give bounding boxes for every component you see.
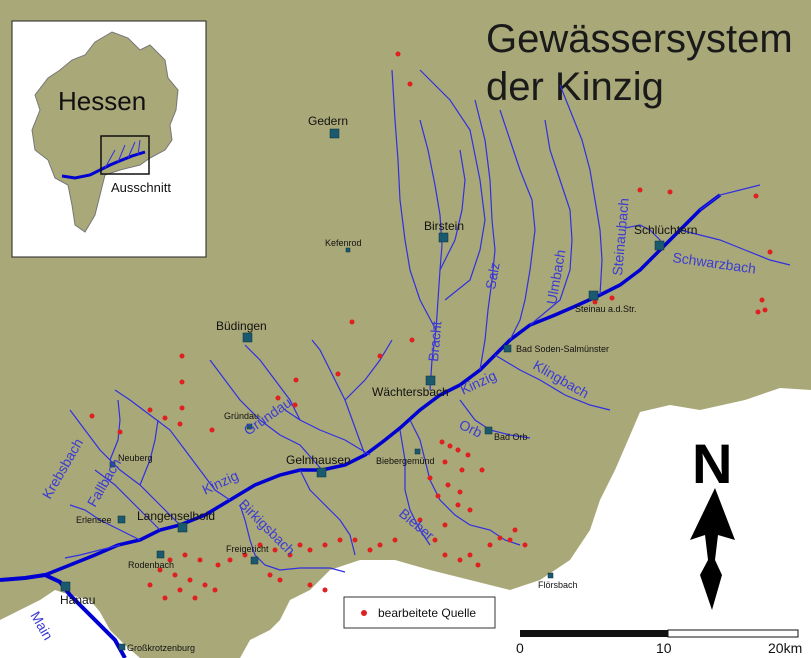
map-title-line2: der Kinzig bbox=[486, 65, 664, 109]
river-label-bracht: Bracht bbox=[425, 320, 444, 362]
inset-state-label: Hessen bbox=[58, 86, 146, 116]
town-gruendau: Gründau bbox=[224, 411, 259, 421]
north-letter: N bbox=[692, 432, 732, 495]
main-river bbox=[0, 572, 127, 658]
legend-box bbox=[343, 596, 496, 629]
river-label-steinaubach: Steinaubach bbox=[609, 197, 632, 276]
scale-segment-filled bbox=[520, 630, 668, 637]
town-schluechtern: Schlüchtern bbox=[634, 223, 697, 237]
inset-tributaries bbox=[104, 139, 141, 169]
town-floersbach: Flörsbach bbox=[538, 580, 578, 590]
town-steinau: Steinau a.d.Str. bbox=[575, 304, 637, 314]
river-label-salz: Salz bbox=[482, 261, 502, 291]
legend-dot bbox=[361, 610, 367, 616]
outside-region-southeast bbox=[240, 388, 811, 658]
town-hanau: Hanau bbox=[60, 593, 95, 607]
town-markers bbox=[60, 128, 665, 651]
scale-tick-0: 0 bbox=[516, 640, 524, 656]
town-gelnhausen: Gelnhausen bbox=[286, 453, 351, 467]
town-neuberg: Neuberg bbox=[118, 453, 153, 463]
town-birstein: Birstein bbox=[424, 219, 464, 233]
inset-cutout-label: Ausschnitt bbox=[111, 180, 171, 195]
town-buedingen: Büdingen bbox=[216, 319, 267, 333]
legend-label: bearbeitete Quelle bbox=[378, 606, 476, 620]
town-badsoden: Bad Soden-Salmünster bbox=[516, 344, 609, 354]
outside-region-southwest bbox=[0, 590, 140, 658]
town-badorb: Bad Orb bbox=[494, 432, 528, 442]
source-dots bbox=[89, 51, 773, 601]
town-biebergemuend: Biebergemünd bbox=[376, 456, 435, 466]
town-langenselbold: Langenselbold bbox=[137, 509, 215, 523]
scale-segment-empty bbox=[667, 629, 799, 638]
tributaries bbox=[64, 69, 791, 573]
map-title-line1: Gewässersystem bbox=[486, 17, 793, 61]
town-grosskrotzenburg: Großkrotzenburg bbox=[127, 643, 195, 653]
town-rodenbach: Rodenbach bbox=[128, 560, 174, 570]
scale-tick-20: 20km bbox=[768, 640, 802, 656]
inset-cutout-box bbox=[100, 135, 150, 175]
scale-tick-10: 10 bbox=[656, 640, 672, 656]
legend: bearbeitete Quelle bbox=[343, 596, 496, 629]
town-erlensee: Erlensee bbox=[76, 515, 112, 525]
town-gedern: Gedern bbox=[308, 114, 348, 128]
scale-bar: 0 10 20km bbox=[516, 629, 802, 656]
town-freigericht: Freigericht bbox=[226, 544, 269, 554]
hessen-shape bbox=[31, 31, 179, 233]
town-kefenrod: Kefenrod bbox=[325, 238, 362, 248]
kinzig-river bbox=[44, 193, 722, 577]
north-arrow-shape bbox=[690, 488, 735, 610]
town-waechtersbach: Wächtersbach bbox=[372, 385, 449, 399]
north-arrow: N bbox=[690, 432, 735, 610]
